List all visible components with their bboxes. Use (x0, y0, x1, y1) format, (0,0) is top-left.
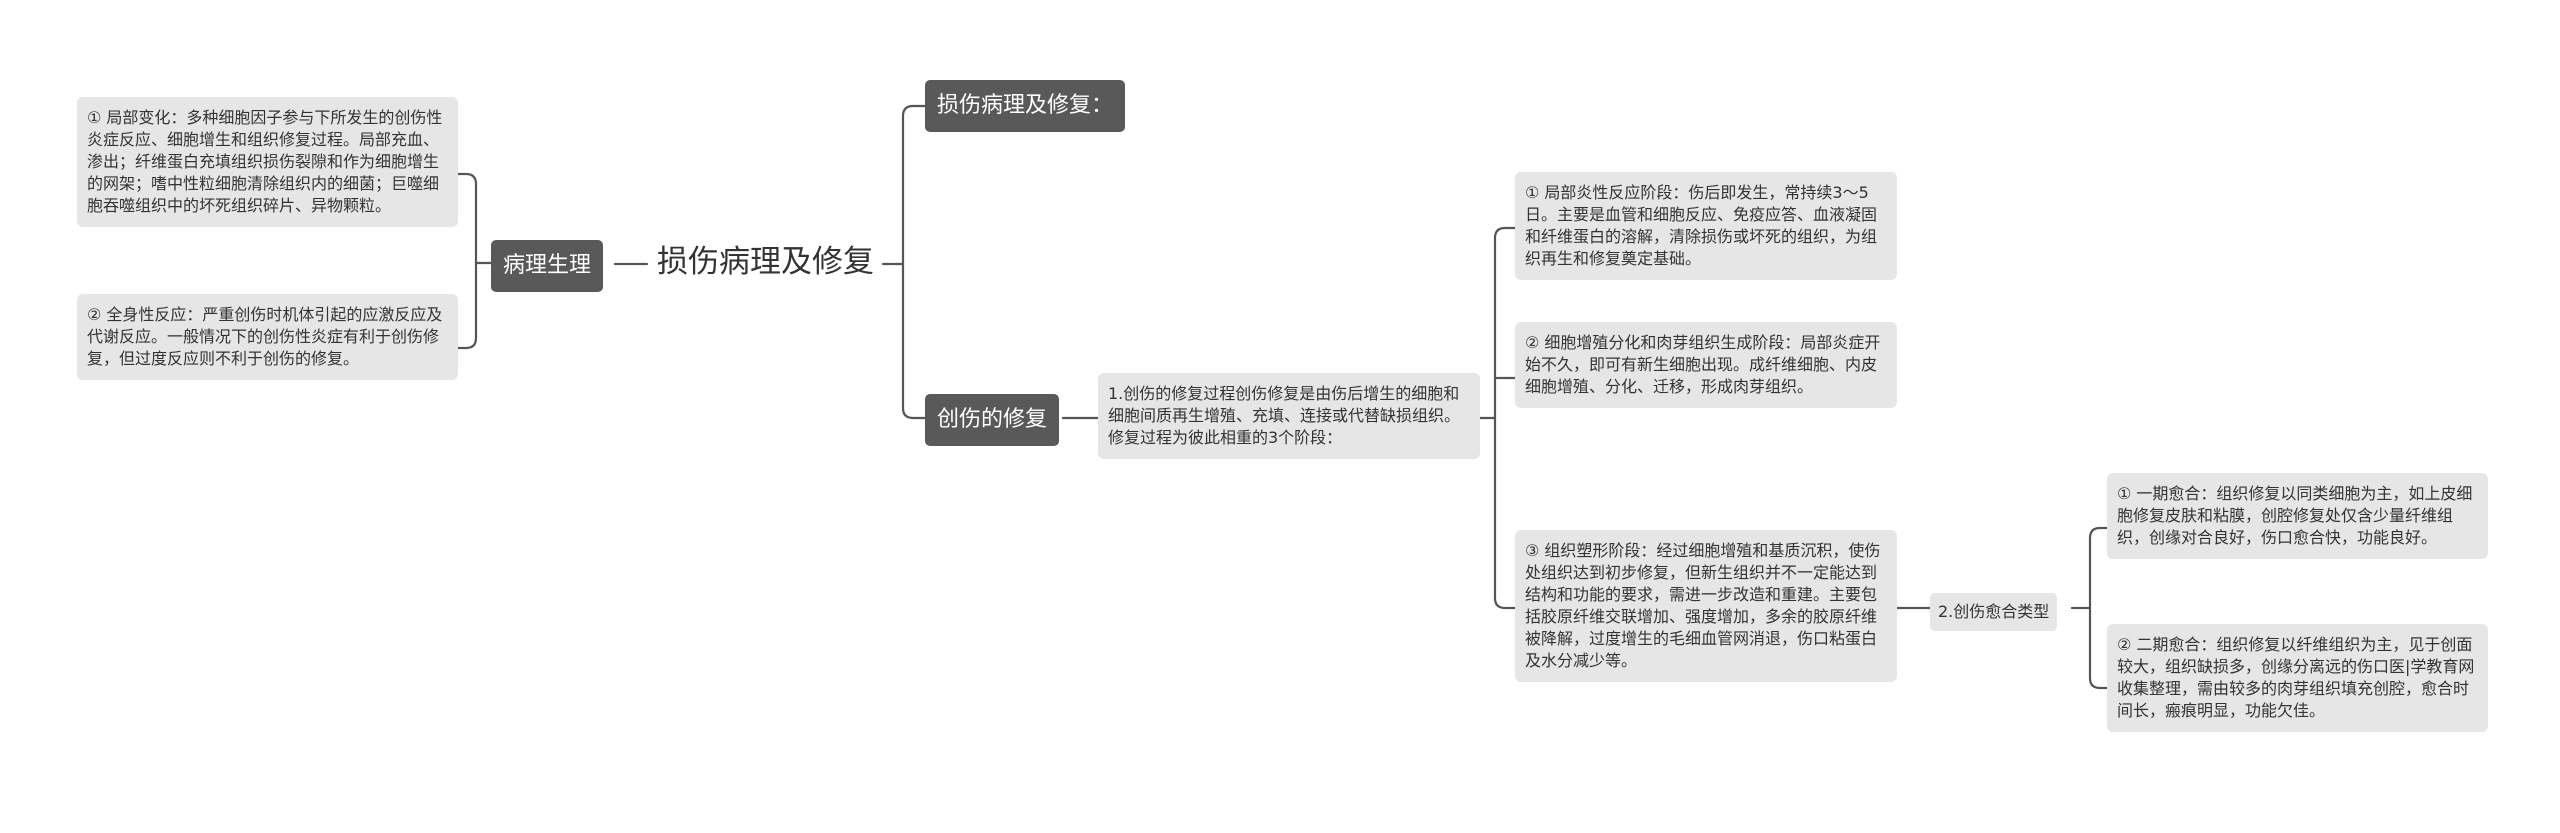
stage-remodeling[interactable]: ③ 组织塑形阶段：经过细胞增殖和基质沉积，使伤处组织达到初步修复，但新生组织并不… (1515, 530, 1897, 682)
branch-pathophysiology[interactable]: 病理生理 (491, 240, 604, 292)
leaf-local-changes[interactable]: ① 局部变化：多种细胞因子参与下所发生的创伤性炎症反应、细胞增生和组织修复过程。… (77, 97, 458, 227)
link-pathophysiology-leaves (455, 172, 493, 350)
root-topic[interactable]: 损伤病理及修复 (657, 244, 874, 280)
healing-types-node[interactable]: 2.创伤愈合类型 (1930, 593, 2058, 631)
leaf-systemic-reaction[interactable]: ② 全身性反应：严重创伤时机体引起的应激反应及代谢反应。一般情况下的创伤性炎症有… (77, 294, 458, 380)
stage-proliferation[interactable]: ② 细胞增殖分化和肉芽组织生成阶段：局部炎症开始不久，即可有新生细胞出现。成纤维… (1515, 322, 1897, 408)
repair-process-node[interactable]: 1.创伤的修复过程创伤修复是由伤后增生的细胞和细胞间质再生增殖、充填、连接或代替… (1098, 373, 1480, 459)
link-healing-types (2070, 526, 2109, 690)
healing-primary[interactable]: ① 一期愈合：组织修复以同类细胞为主，如上皮细胞修复皮肤和粘膜，创腔修复处仅含少… (2107, 473, 2488, 559)
stage-inflammation[interactable]: ① 局部炎性反应阶段：伤后即发生，常持续3～5日。主要是血管和细胞反应、免疫应答… (1515, 172, 1897, 280)
branch-wound-repair[interactable]: 创伤的修复 (925, 394, 1060, 446)
branch-injury-repair[interactable]: 损伤病理及修复： (925, 80, 1126, 132)
link-process-stages (1478, 226, 1517, 610)
link-right-branches (901, 104, 927, 420)
healing-secondary[interactable]: ② 二期愈合：组织修复以纤维组织为主，见于创面较大，组织缺损多，创缘分离远的伤口… (2107, 624, 2488, 732)
